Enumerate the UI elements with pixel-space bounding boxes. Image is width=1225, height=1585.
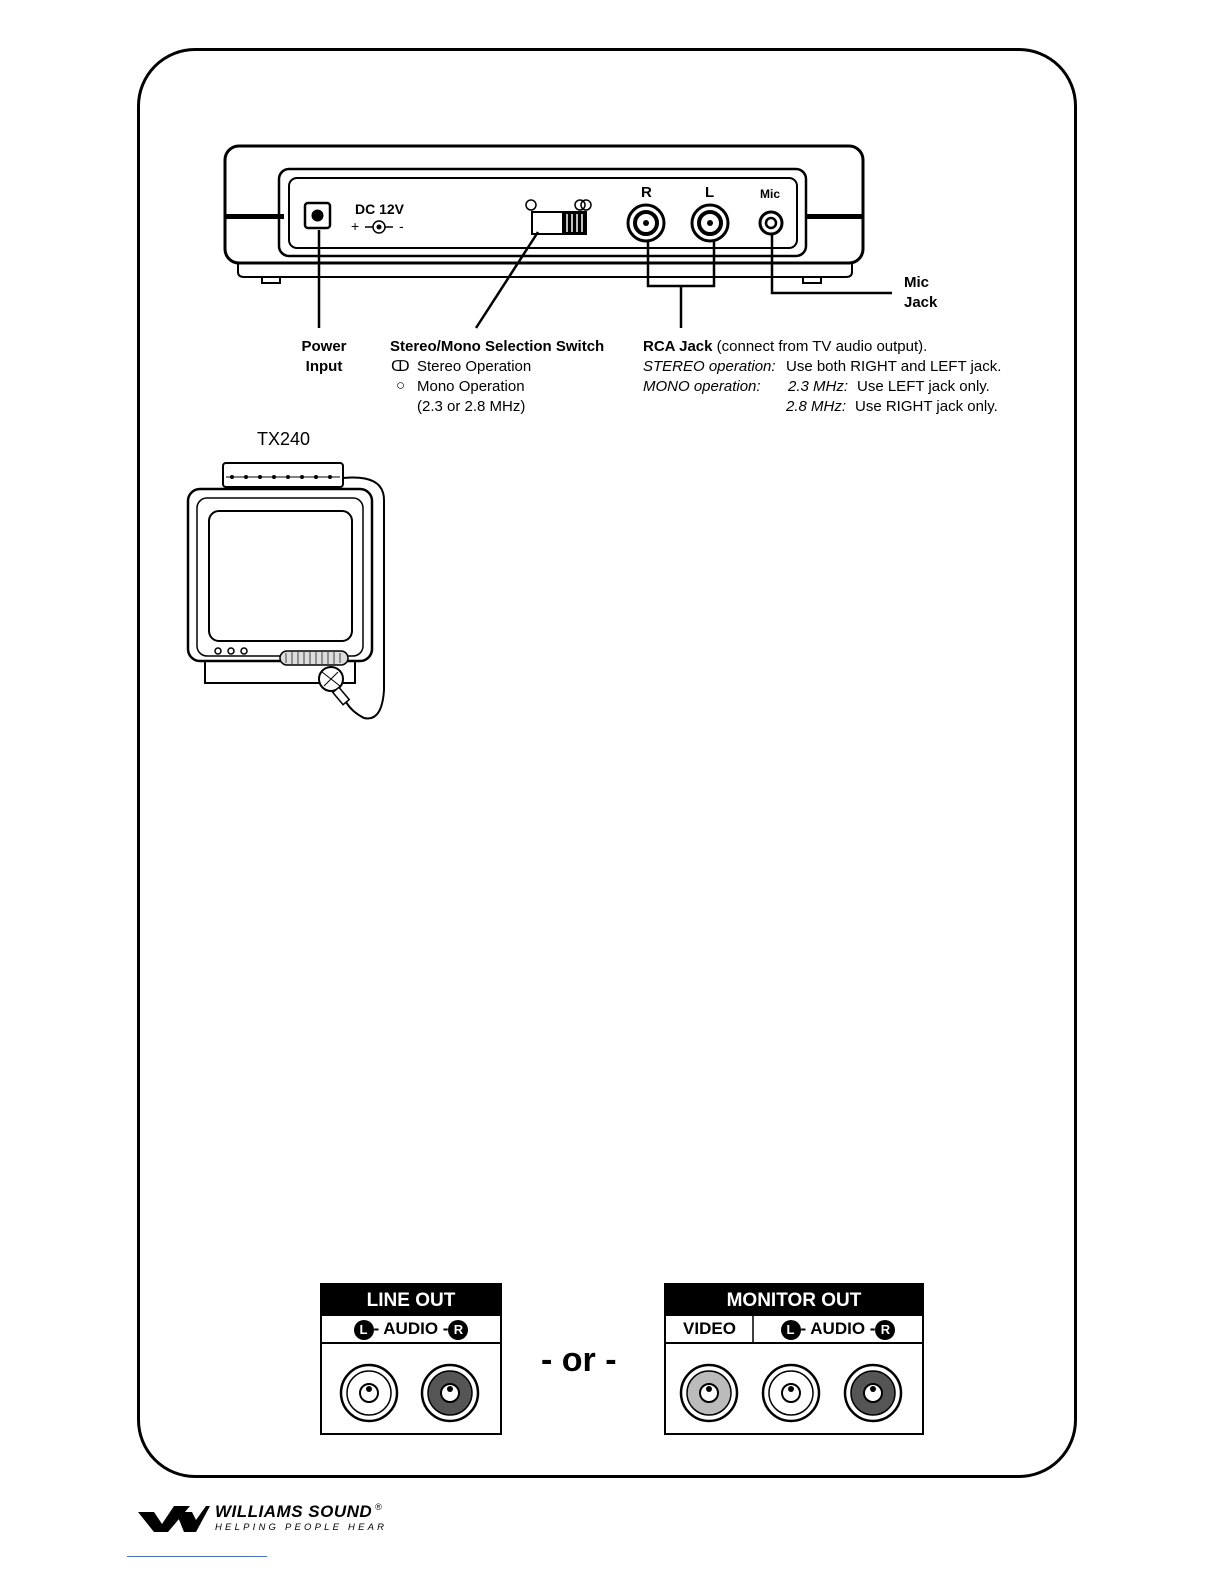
rca-callout-title: RCA Jack (connect from TV audio output). — [643, 337, 927, 357]
right-channel-badge: R — [448, 1319, 469, 1340]
rca-mono-28-text: Use RIGHT jack only. — [855, 398, 998, 415]
dc-plus: + — [351, 218, 360, 234]
rca-mono-28-label: 2.8 MHz: — [786, 398, 847, 415]
power-input-line1: Power — [301, 338, 347, 355]
monitor-out-audio-row: L- AUDIO -R — [754, 1315, 922, 1343]
switch-callout-title: Stereo/Mono Selection Switch — [390, 338, 605, 355]
rca-stereo-text: Use both RIGHT and LEFT jack. — [786, 358, 1002, 375]
tx240-label: TX240 — [257, 429, 311, 449]
jack-r-label: R — [641, 184, 652, 201]
rca-stereo-label: STEREO operation: — [643, 358, 776, 375]
footer-rule — [127, 1556, 267, 1557]
line-out-header: LINE OUT — [322, 1285, 500, 1316]
logo-mark-right — [176, 1506, 210, 1532]
mic-jack-callout-line1: Mic — [904, 274, 930, 291]
left-channel-badge: L — [353, 1319, 374, 1340]
rca-mono-23-text: Use LEFT jack only. — [857, 378, 990, 395]
left-channel-badge: L — [780, 1319, 801, 1340]
monitor-out-audio-label: - AUDIO - — [800, 1319, 876, 1338]
stereo-operation-text: Stereo Operation — [417, 358, 532, 375]
mono-operation-text: Mono Operation — [417, 378, 525, 395]
jack-mic-label: Mic — [760, 187, 781, 201]
line-out-audio-row: L- AUDIO -R — [322, 1315, 500, 1343]
rca-mono-23-label: 2.3 MHz: — [788, 378, 849, 395]
mic-jack-callout-line2: Jack — [904, 294, 938, 311]
line-out-audio-label: - AUDIO - — [373, 1319, 449, 1338]
registered-mark: ® — [375, 1502, 382, 1512]
logo-tagline: HELPING PEOPLE HEAR — [215, 1522, 388, 1533]
mono-frequency-note: (2.3 or 2.8 MHz) — [417, 398, 526, 415]
page-frame — [137, 48, 1077, 1478]
dc-minus: - — [399, 218, 404, 234]
logo-name: WILLIAMS SOUND — [215, 1502, 373, 1521]
monitor-out-header: MONITOR OUT — [666, 1285, 922, 1316]
stereo-symbol: ↀ — [391, 358, 410, 375]
rca-mono-label: MONO operation: — [643, 378, 761, 395]
dc-label: DC 12V — [355, 201, 405, 217]
or-separator: - or - — [541, 1341, 617, 1379]
jack-l-label: L — [705, 184, 715, 201]
mono-symbol: ○ — [396, 377, 406, 394]
power-input-line2: Input — [305, 358, 343, 375]
monitor-out-video-label: VIDEO — [683, 1319, 736, 1338]
rca-title-rest: (connect from TV audio output). — [712, 338, 928, 355]
williams-sound-logo: WILLIAMS SOUND® HELPING PEOPLE HEAR — [215, 1502, 387, 1533]
rca-title: RCA Jack — [643, 338, 713, 355]
right-channel-badge: R — [875, 1319, 896, 1340]
